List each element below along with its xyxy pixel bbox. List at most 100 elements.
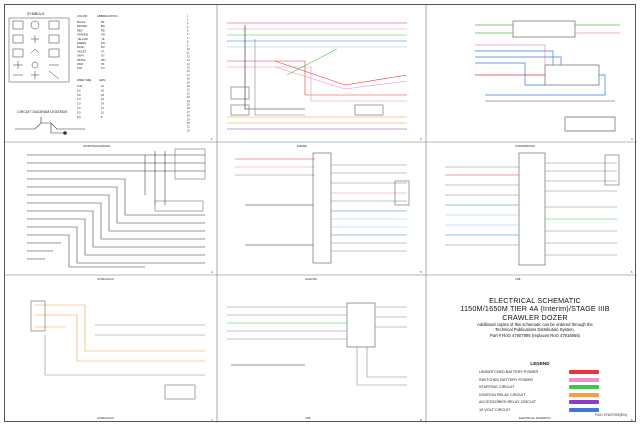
- component-number: 11: [187, 52, 190, 55]
- panel-title-transmission: TRANSMISSION: [515, 144, 535, 148]
- wire-table-cell: 10: [101, 110, 104, 114]
- component-number: 7: [187, 37, 189, 40]
- center-harness: [235, 152, 410, 264]
- panel-title-engine: ENGINE: [297, 144, 307, 148]
- component-number: 18: [187, 78, 190, 81]
- component-number: 12: [187, 55, 190, 58]
- color-table-cell: RED: [77, 28, 83, 32]
- wire-table-cell: 16: [101, 97, 104, 101]
- wire-table-cell: 12: [101, 106, 104, 110]
- wire-table-cell: 14: [101, 102, 104, 106]
- wire-table-cell: 2.0: [77, 102, 81, 106]
- legend-label: IGNITION RELAY CIRCUIT: [479, 392, 526, 397]
- legend-swatch: [569, 392, 599, 397]
- component-number: 31: [187, 126, 190, 129]
- color-table-cell: ORANGE: [77, 33, 89, 37]
- color-table-header: ABBREVIATION: [97, 14, 117, 18]
- component-number: 13: [187, 59, 190, 62]
- wire-table-cell: 0.35: [77, 84, 83, 88]
- symbol-icons: [12, 20, 60, 80]
- legend-item: UNSWITCHED BATTERY POWER: [475, 369, 605, 376]
- legend-item: 10 VOLT CIRCUIT: [475, 407, 605, 414]
- color-table-cell: TN: [101, 66, 105, 70]
- panel-grid: [5, 5, 637, 423]
- legend-item: IGNITION RELAY CIRCUIT: [475, 392, 605, 399]
- color-table-cell: GREEN: [77, 41, 86, 45]
- panel-number: 4: [211, 270, 213, 274]
- component-number: 19: [187, 81, 190, 84]
- title-sub-3: Part # RoO 47607995 (replaces RoO 479169…: [489, 332, 581, 338]
- legends-title: CIRCUIT DIAGRAM LEGENDS: [17, 110, 68, 114]
- color-table-cell: RD: [101, 28, 105, 32]
- panel-number: 3: [631, 137, 633, 141]
- legend-item: ACCESSORIES RELAY CIRCUIT: [475, 399, 605, 406]
- color-table-cell: OR: [101, 33, 105, 37]
- wire-table-cell: 8.0: [77, 115, 81, 119]
- component-number: 17: [187, 74, 190, 77]
- color-table-cell: VIOLET: [77, 49, 87, 53]
- wire-table-cell: 0.5: [77, 88, 81, 92]
- panel-title-lighting: LIGHTING: [305, 277, 317, 281]
- panel-number: 5: [420, 270, 422, 274]
- legend-label: SWITCHED BATTERY POWER: [479, 377, 533, 382]
- legend-item: STARTING CIRCUIT: [475, 384, 605, 391]
- legend-swatch: [569, 385, 599, 389]
- title-line-1: ELECTRICAL SCHEMATIC: [489, 296, 581, 305]
- panel-title-bottom-left: HYDRAULICS: [97, 416, 114, 420]
- wire-table-cell: 0.8: [77, 93, 81, 97]
- component-number: 14: [187, 63, 190, 66]
- color-table-cell: PINK: [77, 62, 83, 66]
- legend-swatch: [569, 370, 599, 374]
- color-table-cell: GN: [101, 41, 105, 45]
- component-number: 4: [187, 26, 189, 29]
- wire-table-cell: 18: [101, 93, 104, 97]
- title-line-2: 1150M/1650M TIER 4A (Interim)/STAGE IIIB: [460, 304, 610, 314]
- legend-swatch: [569, 377, 599, 382]
- color-table-cell: BU: [101, 45, 105, 49]
- color-table-header: COLOR: [77, 14, 87, 18]
- legend-item: SWITCHED BATTERY POWER: [475, 377, 605, 384]
- color-table-cell: BLUE: [77, 45, 84, 49]
- title-sub-1: Additional copies of this schematic can …: [477, 322, 593, 328]
- wire-table-cell: 1.0: [77, 97, 81, 101]
- bottom-left-harness: [30, 300, 205, 400]
- legend-label: UNSWITCHED BATTERY POWER: [479, 370, 539, 374]
- legend-label: STARTING CIRCUIT: [479, 385, 515, 389]
- component-number: 1: [187, 15, 189, 18]
- panel-number: 9: [631, 418, 633, 422]
- panel-title-cab: CAB: [515, 277, 521, 281]
- legend-title: LEGEND: [530, 361, 550, 366]
- panel-number: 8: [420, 418, 422, 422]
- component-number: 26: [187, 107, 190, 110]
- wire-table-cell: 22: [101, 84, 104, 88]
- wire-table-cell: 8: [101, 115, 103, 119]
- color-table-cell: YE: [101, 37, 105, 41]
- component-number: 3: [187, 22, 189, 25]
- color-table-cell: TAN: [77, 66, 82, 70]
- legend-swatch: [569, 400, 599, 404]
- component-number: 15: [187, 67, 190, 70]
- panel-number: 2: [420, 137, 422, 141]
- title-sub-2: Technical Publications Distribution Syst…: [495, 327, 575, 333]
- component-number: 8: [187, 41, 189, 44]
- legend-swatch: [569, 407, 599, 412]
- component-number: 23: [187, 96, 190, 99]
- wire-table-cell: 20: [101, 88, 104, 92]
- component-number: 6: [187, 33, 189, 36]
- component-number: 2: [187, 18, 189, 21]
- panel-title-hydraulics: HYDRAULICS: [97, 277, 114, 281]
- wire-table-cell: 5.0: [77, 110, 81, 114]
- panel-title-starting: STARTING/CHARGING: [83, 144, 111, 148]
- color-table-cell: BN: [101, 24, 105, 28]
- wire-table-header: WIRE SIZE: [77, 78, 91, 82]
- color-table-cell: PK: [101, 62, 105, 66]
- component-number: 16: [187, 70, 190, 73]
- title-block: ELECTRICAL SCHEMATIC 1150M/1650M TIER 4A…: [435, 296, 635, 338]
- color-table-cell: VT: [101, 49, 105, 53]
- panel-number: 1: [211, 137, 213, 141]
